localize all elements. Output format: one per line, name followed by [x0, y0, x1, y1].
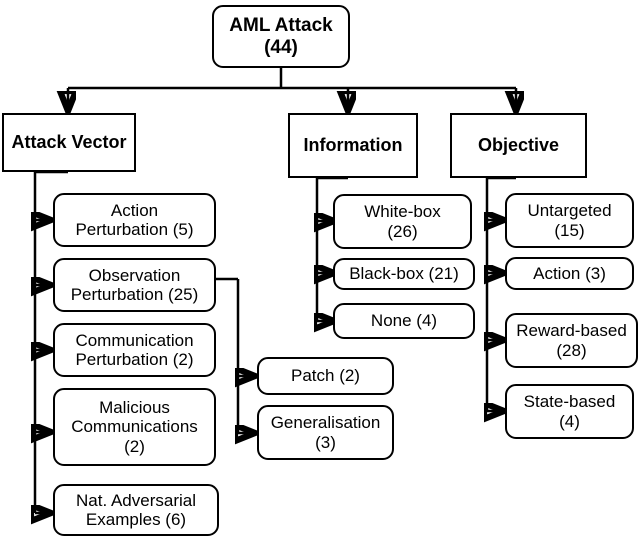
node-generalisation-label: Generalisation (3) — [270, 413, 381, 452]
node-none[interactable]: None (4) — [333, 303, 475, 339]
node-reward-based[interactable]: Reward-based (28) — [505, 313, 638, 368]
node-observation-perturbation[interactable]: Observation Perturbation (25) — [53, 258, 216, 312]
node-communication-perturbation-label: Communication Perturbation (2) — [75, 330, 194, 369]
node-malicious-communications[interactable]: Malicious Communications (2) — [53, 388, 216, 466]
node-attack-vector[interactable]: Attack Vector — [2, 113, 136, 172]
root-aml-attack-label: AML Attack (44) — [229, 15, 333, 58]
node-patch[interactable]: Patch (2) — [257, 357, 394, 395]
node-attack-vector-label: Attack Vector — [11, 132, 127, 153]
node-generalisation[interactable]: Generalisation (3) — [257, 405, 394, 460]
node-white-box-label: White-box (26) — [364, 202, 441, 241]
node-nat-adversarial-examples-label: Nat. Adversarial Examples (6) — [76, 490, 196, 529]
node-information-label: Information — [303, 135, 403, 156]
node-objective-label: Objective — [477, 135, 560, 156]
node-reward-based-label: Reward-based (28) — [516, 321, 627, 360]
node-nat-adversarial-examples[interactable]: Nat. Adversarial Examples (6) — [53, 484, 219, 536]
node-action-perturbation[interactable]: Action Perturbation (5) — [53, 193, 216, 247]
node-white-box[interactable]: White-box (26) — [333, 194, 472, 249]
node-untargeted-label: Untargeted (15) — [527, 201, 612, 240]
node-patch-label: Patch (2) — [291, 366, 360, 386]
node-malicious-communications-label: Malicious Communications (2) — [71, 398, 198, 456]
node-untargeted[interactable]: Untargeted (15) — [505, 193, 634, 248]
node-black-box[interactable]: Black-box (21) — [333, 258, 475, 290]
node-communication-perturbation[interactable]: Communication Perturbation (2) — [53, 323, 216, 377]
node-black-box-label: Black-box (21) — [349, 264, 459, 284]
node-none-label: None (4) — [370, 311, 438, 331]
node-action-perturbation-label: Action Perturbation (5) — [75, 200, 194, 239]
node-observation-perturbation-label: Observation Perturbation (25) — [70, 265, 199, 304]
node-action[interactable]: Action (3) — [505, 257, 634, 290]
node-information[interactable]: Information — [288, 113, 418, 178]
node-action-label: Action (3) — [533, 263, 606, 283]
node-state-based[interactable]: State-based (4) — [505, 384, 634, 439]
root-aml-attack[interactable]: AML Attack (44) — [212, 5, 350, 68]
node-state-based-label: State-based (4) — [523, 392, 616, 431]
node-objective[interactable]: Objective — [450, 113, 587, 178]
